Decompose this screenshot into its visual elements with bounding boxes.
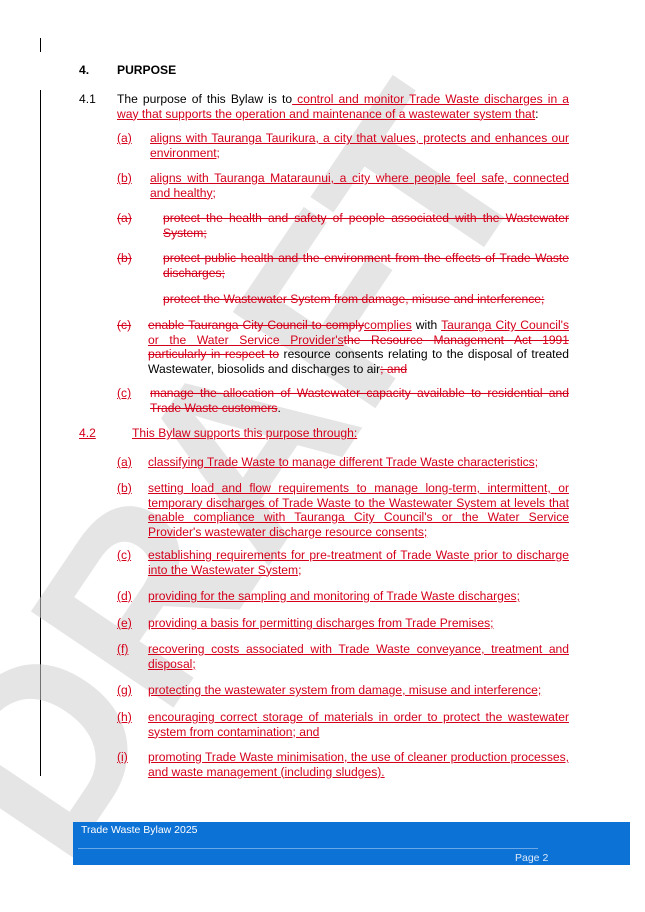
ins-text: complies (364, 318, 412, 332)
item-label: (b) (117, 481, 132, 495)
item-text: providing a basis for permitting dischar… (148, 616, 494, 630)
item-label: (c) (117, 386, 132, 400)
item-c-comply: enable Tauranga City Council to complyco… (148, 318, 569, 376)
item-text: providing for the sampling and monitorin… (148, 589, 520, 603)
item-label: (b) (117, 171, 132, 185)
section-4-1-intro: The purpose of this Bylaw is to control … (117, 92, 569, 121)
item-text: protect the health and safety of people … (163, 211, 569, 240)
item-text: recovering costs associated with Trade W… (148, 642, 569, 671)
plain-text: with (411, 318, 442, 332)
item-text: encouraging correct storage of materials… (148, 710, 569, 739)
item-text: promoting Trade Waste minimisation, the … (148, 750, 569, 779)
ins-text: Tauranga City Council's or the Water Ser… (148, 318, 569, 347)
item-text: aligns with Tauranga Mataraunui, a city … (150, 171, 569, 200)
item-label: (a) (117, 455, 132, 469)
footer-title: Trade Waste Bylaw 2025 (81, 824, 198, 836)
item-text: classifying Trade Waste to manage differ… (148, 455, 539, 469)
section-4-2-intro: This Bylaw supports this purpose through… (132, 426, 358, 440)
item-text: protecting the wastewater system from da… (148, 683, 542, 697)
del-text: ; and (380, 361, 408, 376)
item-label: (c) (117, 548, 132, 562)
item-text: protect the Wastewater System from damag… (163, 292, 545, 306)
item-label: (f) (117, 642, 129, 656)
del-text: manage the allocation of Wastewater capa… (150, 386, 569, 415)
page-number: Page 2 (515, 852, 549, 864)
item-label: (a) (117, 131, 132, 145)
item-c-manage: manage the allocation of Wastewater capa… (150, 386, 569, 415)
intro-inserted-text: control and monitor Trade Waste discharg… (117, 92, 569, 121)
section-4-1-number: 4.1 (79, 92, 96, 106)
footer-bar (73, 822, 630, 865)
intro-colon: : (535, 106, 539, 121)
plain-text: . (277, 400, 281, 415)
del-text: the Resource Management Act 1991 particu… (148, 332, 569, 362)
item-label: (e) (117, 616, 132, 630)
item-label: (d) (117, 589, 132, 603)
intro-text: The purpose of this Bylaw is to (117, 92, 293, 106)
item-label: (c) (117, 318, 132, 332)
item-text: setting load and flow requirements to ma… (148, 481, 569, 539)
item-label: (i) (117, 750, 128, 764)
item-text: protect public health and the environmen… (163, 251, 569, 280)
item-text: establishing requirements for pre-treatm… (148, 548, 569, 577)
plain-text: resource consents relating to the dispos… (148, 347, 569, 376)
item-label: (a) (117, 211, 132, 225)
item-label: (b) (117, 251, 132, 265)
footer-divider (78, 848, 538, 849)
heading-number: 4. (79, 63, 90, 77)
item-label: (g) (117, 683, 132, 697)
section-4-2-number: 4.2 (79, 426, 96, 440)
heading-title: PURPOSE (117, 63, 177, 77)
change-bar-top (40, 38, 42, 52)
change-bar-main (40, 90, 42, 776)
del-text: enable Tauranga City Council to comply (148, 318, 365, 332)
item-label: (h) (117, 710, 132, 724)
item-text: aligns with Tauranga Taurikura, a city t… (150, 131, 569, 160)
